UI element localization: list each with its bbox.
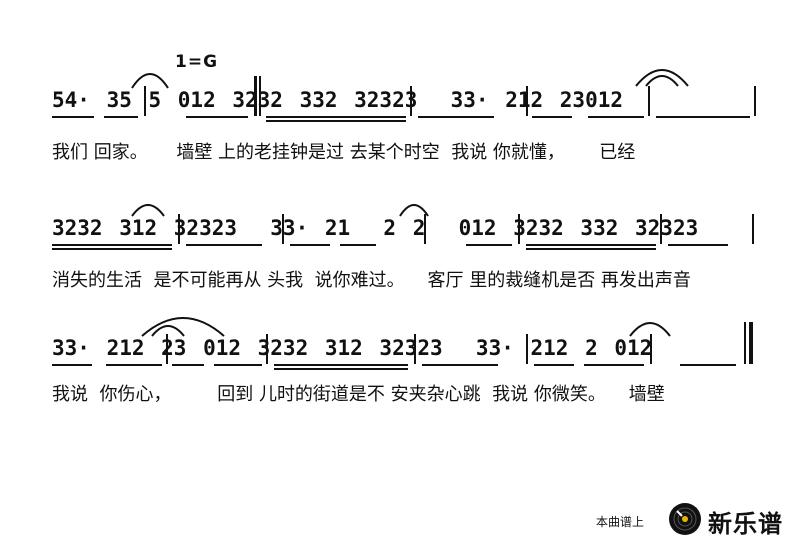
beam-underline: [214, 364, 262, 366]
beam-underline: [422, 364, 498, 366]
staff-line-3: 33· 212 23 012 3232 312 32323 33· 212 2 …: [0, 317, 800, 456]
beam-underline: [52, 364, 92, 366]
bar-line: [518, 214, 520, 244]
beam-underline: [266, 116, 406, 118]
beam-underline: [680, 364, 736, 366]
beam-underline: [106, 364, 162, 366]
key-signature: 1=G: [175, 52, 219, 72]
beam-underline: [266, 120, 406, 122]
tie-slur: [629, 322, 671, 337]
lyrics-line-1: 我们 回家。 墙壁 上的老挂钟是过 去某个时空 我说 你就懂， 已经: [52, 142, 636, 163]
bar-line: [259, 76, 261, 116]
bar-line: [254, 76, 257, 116]
vinyl-record-icon: [669, 503, 701, 535]
bar-line: [754, 86, 756, 116]
beam-underline: [526, 248, 656, 250]
beam-underline: [52, 244, 172, 246]
lyrics-line-3: 我说 你伤心， 回到 儿时的街道是不 安夹杂心跳 我说 你微笑。 墙壁: [52, 384, 665, 405]
bar-line: [526, 334, 528, 364]
beam-underline: [186, 116, 248, 118]
beam-underline: [534, 364, 574, 366]
bar-line: [752, 214, 754, 244]
beam-underline: [104, 116, 138, 118]
beam-underline: [340, 244, 376, 246]
bar-line: [424, 214, 426, 244]
tie-slur: [131, 204, 165, 217]
notes-line-2: 3232 312 32323 33· 21 2 2 012 3232 332 3…: [52, 216, 699, 240]
tie-slur: [151, 325, 185, 337]
beam-underline: [52, 116, 94, 118]
beam-underline: [588, 116, 644, 118]
staff-line-1: 54· 35 5 012 3232 332 32323 33· 212 2301…: [0, 69, 800, 208]
beam-underline: [466, 244, 512, 246]
tie-slur: [131, 73, 169, 89]
notes-line-3: 33· 212 23 012 3232 312 32323 33· 212 2 …: [52, 336, 653, 360]
bar-line: [144, 86, 146, 116]
bar-line: [526, 86, 528, 116]
beam-underline: [52, 248, 172, 250]
tie-slur: [645, 75, 679, 87]
bar-line: [178, 214, 180, 244]
brand-name: 新乐谱: [708, 510, 783, 538]
beam-underline: [290, 244, 330, 246]
bar-line: [410, 86, 412, 116]
bar-line: [166, 334, 168, 364]
bar-line: [660, 214, 662, 244]
bar-line: [650, 334, 652, 364]
bar-line: [744, 322, 746, 364]
tie-slur: [399, 204, 429, 217]
bar-line: [266, 334, 268, 364]
beam-underline: [274, 368, 408, 370]
bar-line: [648, 86, 650, 116]
beam-underline: [526, 244, 656, 246]
footer-caption: 本曲谱上: [596, 515, 645, 529]
notes-line-1: 54· 35 5 012 3232 332 32323 33· 212 2301…: [52, 88, 624, 112]
beam-underline: [584, 364, 644, 366]
staff-line-2: 3232 312 32323 33· 21 2 2 012 3232 332 3…: [0, 204, 800, 336]
beam-underline: [656, 116, 750, 118]
bar-line: [414, 334, 416, 364]
beam-underline: [172, 364, 204, 366]
bar-line: [282, 214, 284, 244]
beam-underline: [532, 116, 572, 118]
beam-underline: [418, 116, 494, 118]
beam-underline: [668, 244, 728, 246]
tie-slur: [141, 317, 225, 337]
lyrics-line-2: 消失的生活 是不可能再从 头我 说你难过。 客厅 里的裁缝机是否 再发出声音: [52, 270, 691, 291]
tie-slur: [635, 69, 689, 87]
bar-line: [749, 322, 753, 364]
beam-underline: [186, 244, 262, 246]
beam-underline: [274, 364, 408, 366]
